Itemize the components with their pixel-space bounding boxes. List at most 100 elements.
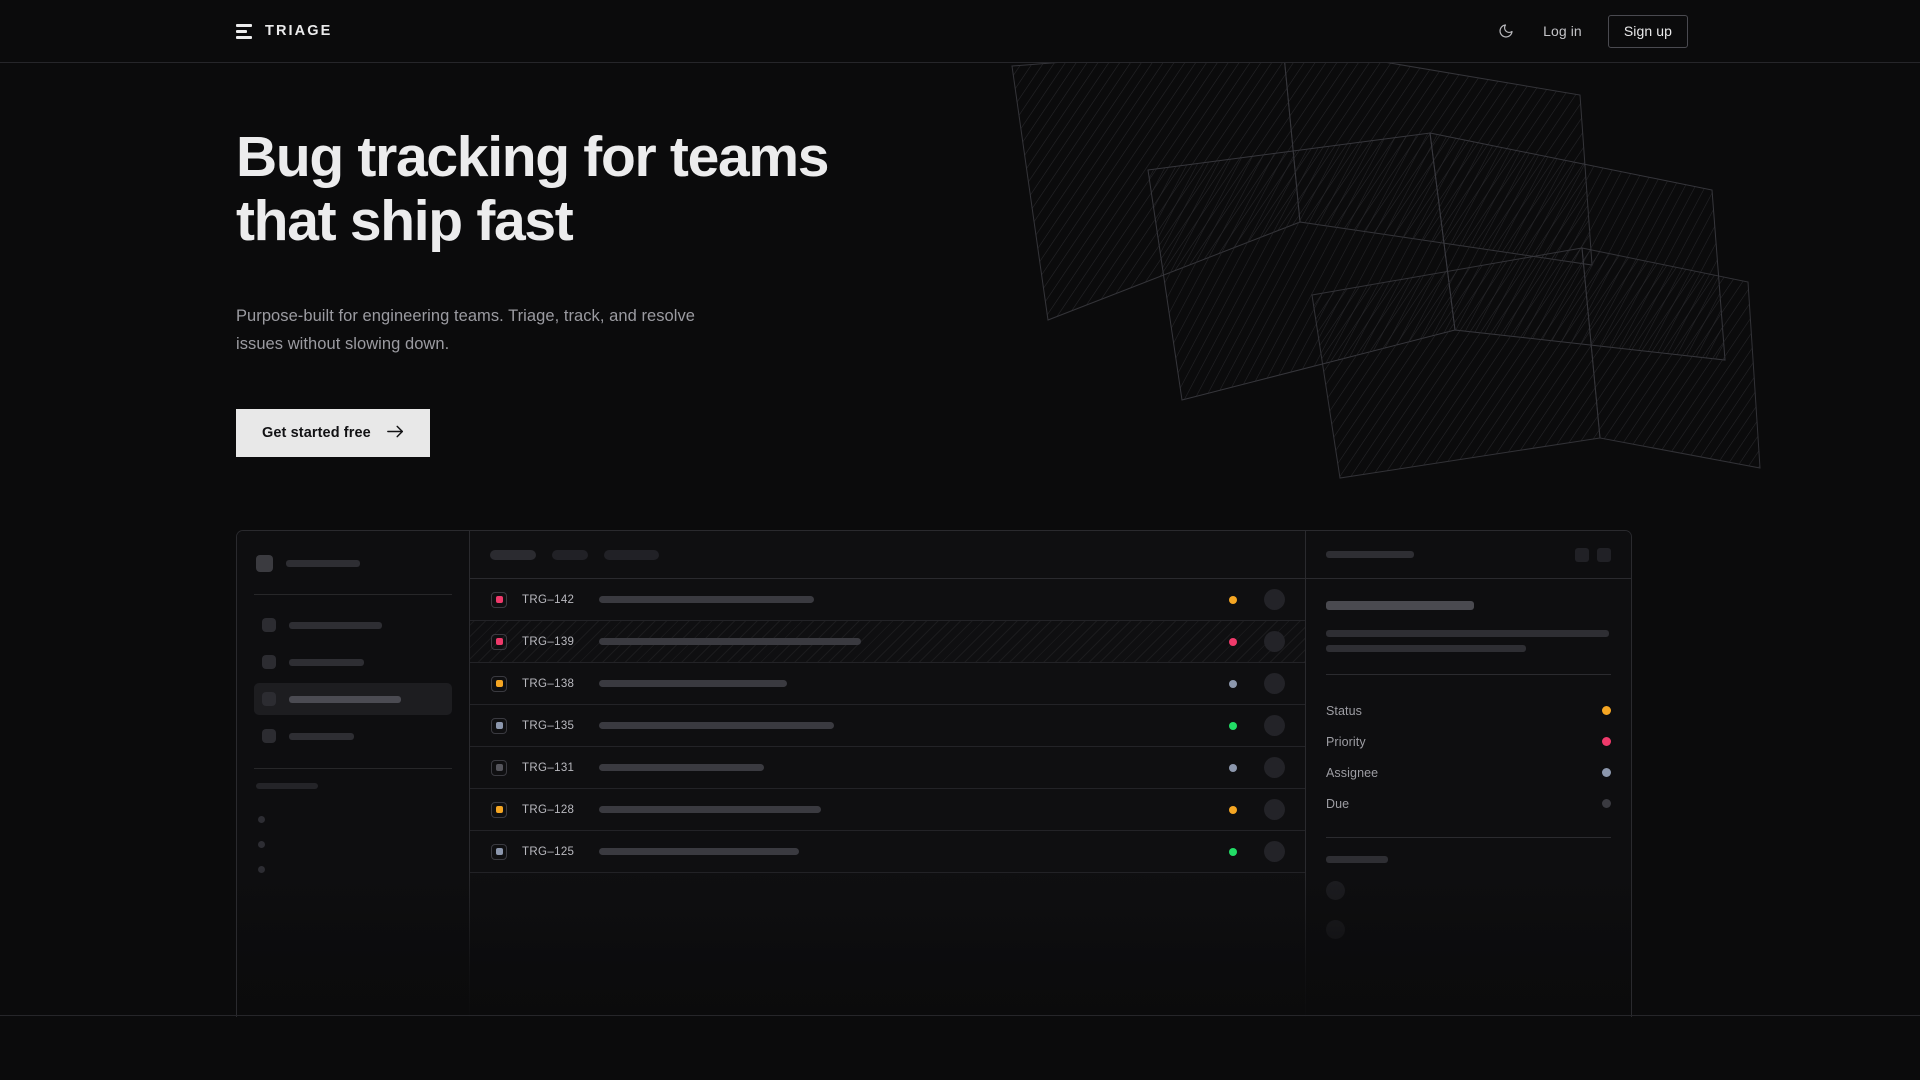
signup-button[interactable]: Sign up <box>1608 15 1688 48</box>
detail-action-button-2[interactable] <box>1597 548 1611 562</box>
sub-item-dot-icon <box>258 841 265 848</box>
meta-label: Priority <box>1326 735 1366 749</box>
issue-type-badge <box>491 760 507 776</box>
meta-value-dot <box>1602 799 1611 808</box>
issue-rows-container: TRG–142TRG–139TRG–138TRG–135TRG–131TRG–1… <box>470 579 1305 873</box>
sidebar-sub-item-2[interactable] <box>254 832 452 857</box>
issue-title-skeleton <box>599 680 787 687</box>
avatar <box>1264 799 1285 820</box>
workspace-square-icon <box>256 555 273 572</box>
detail-meta-priority[interactable]: Priority <box>1326 726 1611 757</box>
get-started-label: Get started free <box>262 426 371 441</box>
sidebar-nav-item-4[interactable] <box>254 720 452 752</box>
meta-label: Assignee <box>1326 766 1378 780</box>
sidebar-nav-list <box>254 609 452 752</box>
detail-header-skeleton <box>1326 551 1414 558</box>
sidebar-item-icon <box>262 655 276 669</box>
table-row[interactable]: TRG–139 <box>470 621 1305 663</box>
detail-divider-bottom <box>1326 837 1611 838</box>
table-row[interactable]: TRG–135 <box>470 705 1305 747</box>
sidebar-divider-top <box>254 594 452 595</box>
filter-chip-3[interactable] <box>604 550 659 560</box>
issue-list-toolbar <box>470 531 1305 579</box>
status-dot <box>1229 596 1237 604</box>
page-title: Bug tracking for teams that ship fast <box>236 125 916 254</box>
moon-icon[interactable] <box>1495 20 1517 42</box>
mockup-detail-panel: StatusPriorityAssigneeDue <box>1306 531 1631 1017</box>
section-divider <box>0 1015 1920 1016</box>
workspace-switcher[interactable] <box>254 549 452 578</box>
issue-id: TRG–135 <box>522 720 584 732</box>
table-row[interactable]: TRG–131 <box>470 747 1305 789</box>
detail-title-skeleton <box>1326 601 1474 610</box>
detail-meta-due[interactable]: Due <box>1326 788 1611 819</box>
issue-title-skeleton <box>599 848 799 855</box>
issue-title-skeleton <box>599 806 821 813</box>
stacked-bars-icon <box>236 24 252 39</box>
hero-title-line-2: that ship fast <box>236 189 573 253</box>
sidebar-item-label-skeleton <box>289 622 382 629</box>
sidebar-nav-item-3[interactable] <box>254 683 452 715</box>
detail-divider-top <box>1326 674 1611 675</box>
issue-id: TRG–131 <box>522 762 584 774</box>
avatar <box>1264 631 1285 652</box>
sidebar-section-label <box>256 783 318 789</box>
table-row[interactable]: TRG–125 <box>470 831 1305 873</box>
detail-meta-list: StatusPriorityAssigneeDue <box>1326 695 1611 819</box>
sidebar-sub-list <box>254 807 452 882</box>
issue-title-skeleton <box>599 722 834 729</box>
hero-subtitle-line-1: Purpose-built for engineering teams. Tri… <box>236 307 637 325</box>
table-row[interactable]: TRG–138 <box>470 663 1305 705</box>
issue-id: TRG–128 <box>522 804 584 816</box>
detail-body-line-1 <box>1326 630 1609 637</box>
detail-action-button-1[interactable] <box>1575 548 1589 562</box>
sidebar-nav-item-2[interactable] <box>254 646 452 678</box>
comment-avatars <box>1326 881 1611 939</box>
filter-chip-1[interactable] <box>490 550 536 560</box>
hero-subtitle: Purpose-built for engineering teams. Tri… <box>236 302 706 359</box>
get-started-button[interactable]: Get started free <box>236 409 430 458</box>
sidebar-item-label-skeleton <box>289 659 364 666</box>
meta-value-dot <box>1602 768 1611 777</box>
meta-value-dot <box>1602 706 1611 715</box>
sidebar-nav-item-1[interactable] <box>254 609 452 641</box>
detail-meta-status[interactable]: Status <box>1326 695 1611 726</box>
sidebar-item-label-skeleton <box>289 733 354 740</box>
sidebar-sub-item-1[interactable] <box>254 807 452 832</box>
sidebar-divider-bottom <box>254 768 452 769</box>
detail-meta-assignee[interactable]: Assignee <box>1326 757 1611 788</box>
brand-name: TRIAGE <box>265 23 332 39</box>
table-row[interactable]: TRG–128 <box>470 789 1305 831</box>
filter-chip-2[interactable] <box>552 550 588 560</box>
meta-label: Status <box>1326 704 1362 718</box>
top-navbar: TRIAGE Log in Sign up <box>0 0 1920 63</box>
brand-logo[interactable]: TRIAGE <box>236 23 332 39</box>
workspace-name-skeleton <box>286 560 360 567</box>
status-dot <box>1229 764 1237 772</box>
avatar <box>1264 841 1285 862</box>
mockup-sidebar <box>237 531 470 1017</box>
issue-type-badge <box>491 676 507 692</box>
avatar <box>1264 673 1285 694</box>
app-preview-mockup: TRG–142TRG–139TRG–138TRG–135TRG–131TRG–1… <box>236 530 1632 1017</box>
sidebar-item-label-skeleton <box>289 696 401 703</box>
comment-avatar <box>1326 881 1345 900</box>
issue-title-skeleton <box>599 764 764 771</box>
table-row[interactable]: TRG–142 <box>470 579 1305 621</box>
issue-type-badge <box>491 592 507 608</box>
status-dot <box>1229 722 1237 730</box>
detail-body-line-2 <box>1326 645 1526 652</box>
sidebar-sub-item-3[interactable] <box>254 857 452 882</box>
avatar <box>1264 715 1285 736</box>
sidebar-item-icon <box>262 618 276 632</box>
hero-title-line-1: Bug tracking for teams <box>236 125 828 189</box>
issue-id: TRG–142 <box>522 594 584 606</box>
issue-id: TRG–125 <box>522 846 584 858</box>
arrow-right-icon <box>387 425 404 442</box>
status-dot <box>1229 848 1237 856</box>
status-dot <box>1229 638 1237 646</box>
login-link[interactable]: Log in <box>1543 23 1582 39</box>
meta-value-dot <box>1602 737 1611 746</box>
detail-action-buttons <box>1575 548 1611 562</box>
